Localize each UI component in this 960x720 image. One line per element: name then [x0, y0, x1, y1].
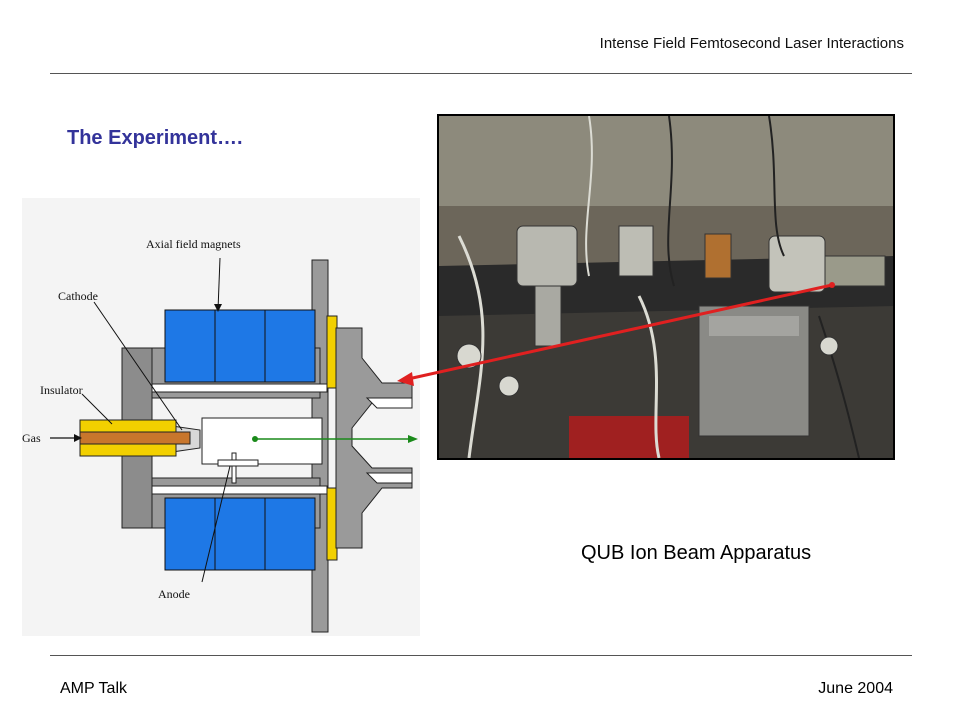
- footer-right: June 2004: [818, 680, 893, 697]
- slide-title: The Experiment….: [67, 127, 243, 149]
- extractor-body: [335, 327, 413, 549]
- footer-left: AMP Talk: [60, 680, 127, 697]
- magnet-top-2: [214, 309, 266, 383]
- ion-source-diagram: Axial field magnets Cathode Insulator Ga…: [22, 198, 420, 636]
- label-axial-magnets: Axial field magnets: [146, 237, 241, 251]
- magnet-bottom-1: [164, 497, 216, 571]
- apparatus-photo: [437, 114, 895, 460]
- magnet-top-1: [164, 309, 216, 383]
- extractor-channel-2: [365, 472, 413, 484]
- label-gas: Gas: [22, 431, 41, 445]
- magnet-bottom-2: [214, 497, 266, 571]
- photo-caption: QUB Ion Beam Apparatus: [581, 542, 812, 564]
- magnet-bottom-3: [264, 497, 316, 571]
- label-anode: Anode: [158, 587, 190, 601]
- chamber-bottom-gap: [151, 485, 328, 495]
- gas-tube: [79, 431, 191, 445]
- header-divider: [50, 73, 912, 74]
- header-title: Intense Field Femtosecond Laser Interact…: [599, 35, 904, 52]
- anode-stem: [231, 452, 237, 484]
- extractor-channel: [365, 397, 413, 409]
- discharge-chamber: [201, 417, 323, 465]
- magnet-top-3: [264, 309, 316, 383]
- anode-plate: [217, 459, 259, 467]
- chamber-top-gap: [151, 383, 328, 393]
- beam-origin: [252, 436, 258, 442]
- label-cathode: Cathode: [58, 289, 98, 303]
- label-insulator: Insulator: [40, 383, 83, 397]
- footer-divider: [50, 655, 912, 656]
